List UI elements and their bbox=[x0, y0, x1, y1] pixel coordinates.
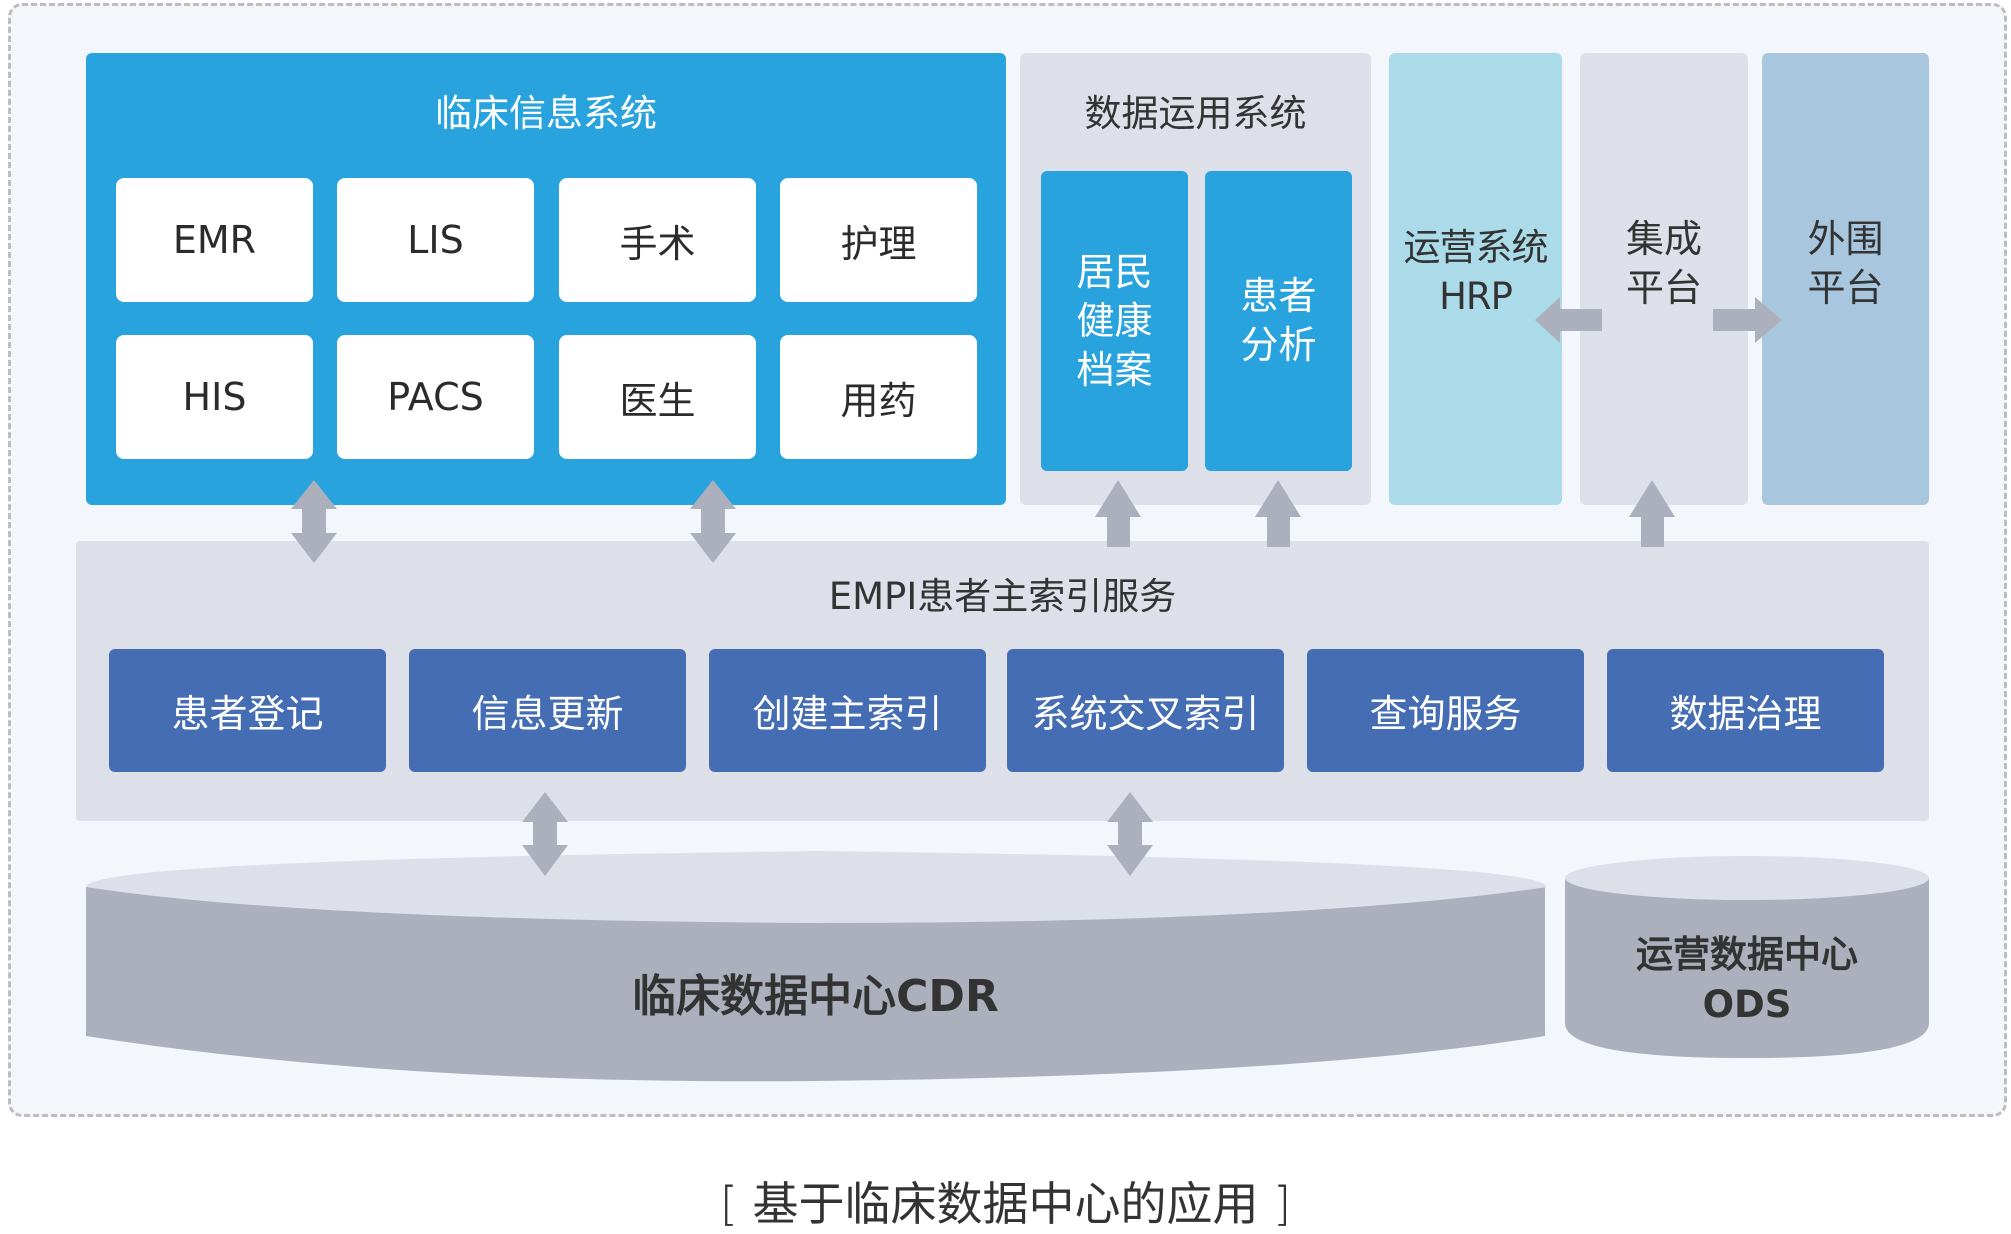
cdr-database[interactable] bbox=[86, 851, 1547, 1082]
service-cross-system-index[interactable]: 系统交叉索引 bbox=[1007, 649, 1284, 772]
double-arrow-icon bbox=[522, 792, 568, 876]
module-emr[interactable]: EMR bbox=[116, 178, 313, 302]
module-lis[interactable]: LIS bbox=[337, 178, 534, 302]
double-arrow-icon bbox=[690, 480, 736, 563]
service-patient-registration[interactable]: 患者登记 bbox=[109, 649, 386, 772]
module-nursing[interactable]: 护理 bbox=[780, 178, 977, 302]
ods-label: 运营数据中心 ODS bbox=[1636, 933, 1858, 1026]
module-resident-health-records[interactable]: 居民 健康 档案 bbox=[1041, 171, 1188, 471]
cdr-label: 临床数据中心CDR bbox=[632, 971, 999, 1022]
double-arrow-icon bbox=[291, 480, 337, 563]
module-surgery[interactable]: 手术 bbox=[559, 178, 756, 302]
module-medication[interactable]: 用药 bbox=[780, 335, 977, 459]
module-patient-analysis[interactable]: 患者 分析 bbox=[1205, 171, 1352, 471]
clinical-system-title: 临床信息系统 bbox=[435, 92, 657, 135]
right-arrow-icon bbox=[1713, 297, 1782, 343]
external-platform-label: 外围 平台 bbox=[1807, 217, 1884, 310]
clinical-information-system-panel: 临床信息系统 EMR LIS 手术 护理 HIS PACS 医生 用药 bbox=[86, 53, 1006, 505]
data-use-system-panel: 数据运用系统 居民 健康 档案 患者 分析 bbox=[1020, 53, 1371, 505]
empi-service-panel: EMPI患者主索引服务 患者登记 信息更新 创建主索引 系统交叉索引 查询服务 … bbox=[76, 541, 1929, 821]
external-platform-panel[interactable]: 外围 平台 bbox=[1762, 53, 1929, 505]
up-arrow-icon bbox=[1255, 480, 1301, 547]
integration-platform-label: 集成 平台 bbox=[1625, 217, 1702, 310]
left-arrow-icon bbox=[1535, 297, 1602, 343]
figure-caption: [ 基于临床数据中心的应用 ] bbox=[719, 1177, 1292, 1231]
ods-database[interactable] bbox=[1565, 856, 1929, 1058]
module-pacs[interactable]: PACS bbox=[337, 335, 534, 459]
service-data-governance[interactable]: 数据治理 bbox=[1607, 649, 1884, 772]
up-arrow-icon bbox=[1629, 480, 1675, 547]
double-arrow-icon bbox=[1107, 792, 1153, 876]
integration-platform-panel[interactable]: 集成 平台 bbox=[1580, 53, 1748, 505]
module-doctor[interactable]: 医生 bbox=[559, 335, 756, 459]
data-use-system-title: 数据运用系统 bbox=[1084, 92, 1307, 135]
service-info-update[interactable]: 信息更新 bbox=[409, 649, 686, 772]
empi-title: EMPI患者主索引服务 bbox=[828, 575, 1177, 618]
operations-system-hrp-panel[interactable]: 运营系统 HRP bbox=[1389, 53, 1562, 505]
module-his[interactable]: HIS bbox=[116, 335, 313, 459]
service-create-master-index[interactable]: 创建主索引 bbox=[709, 649, 986, 772]
service-query[interactable]: 查询服务 bbox=[1307, 649, 1584, 772]
up-arrow-icon bbox=[1095, 480, 1141, 547]
operations-system-label: 运营系统 HRP bbox=[1403, 226, 1549, 318]
